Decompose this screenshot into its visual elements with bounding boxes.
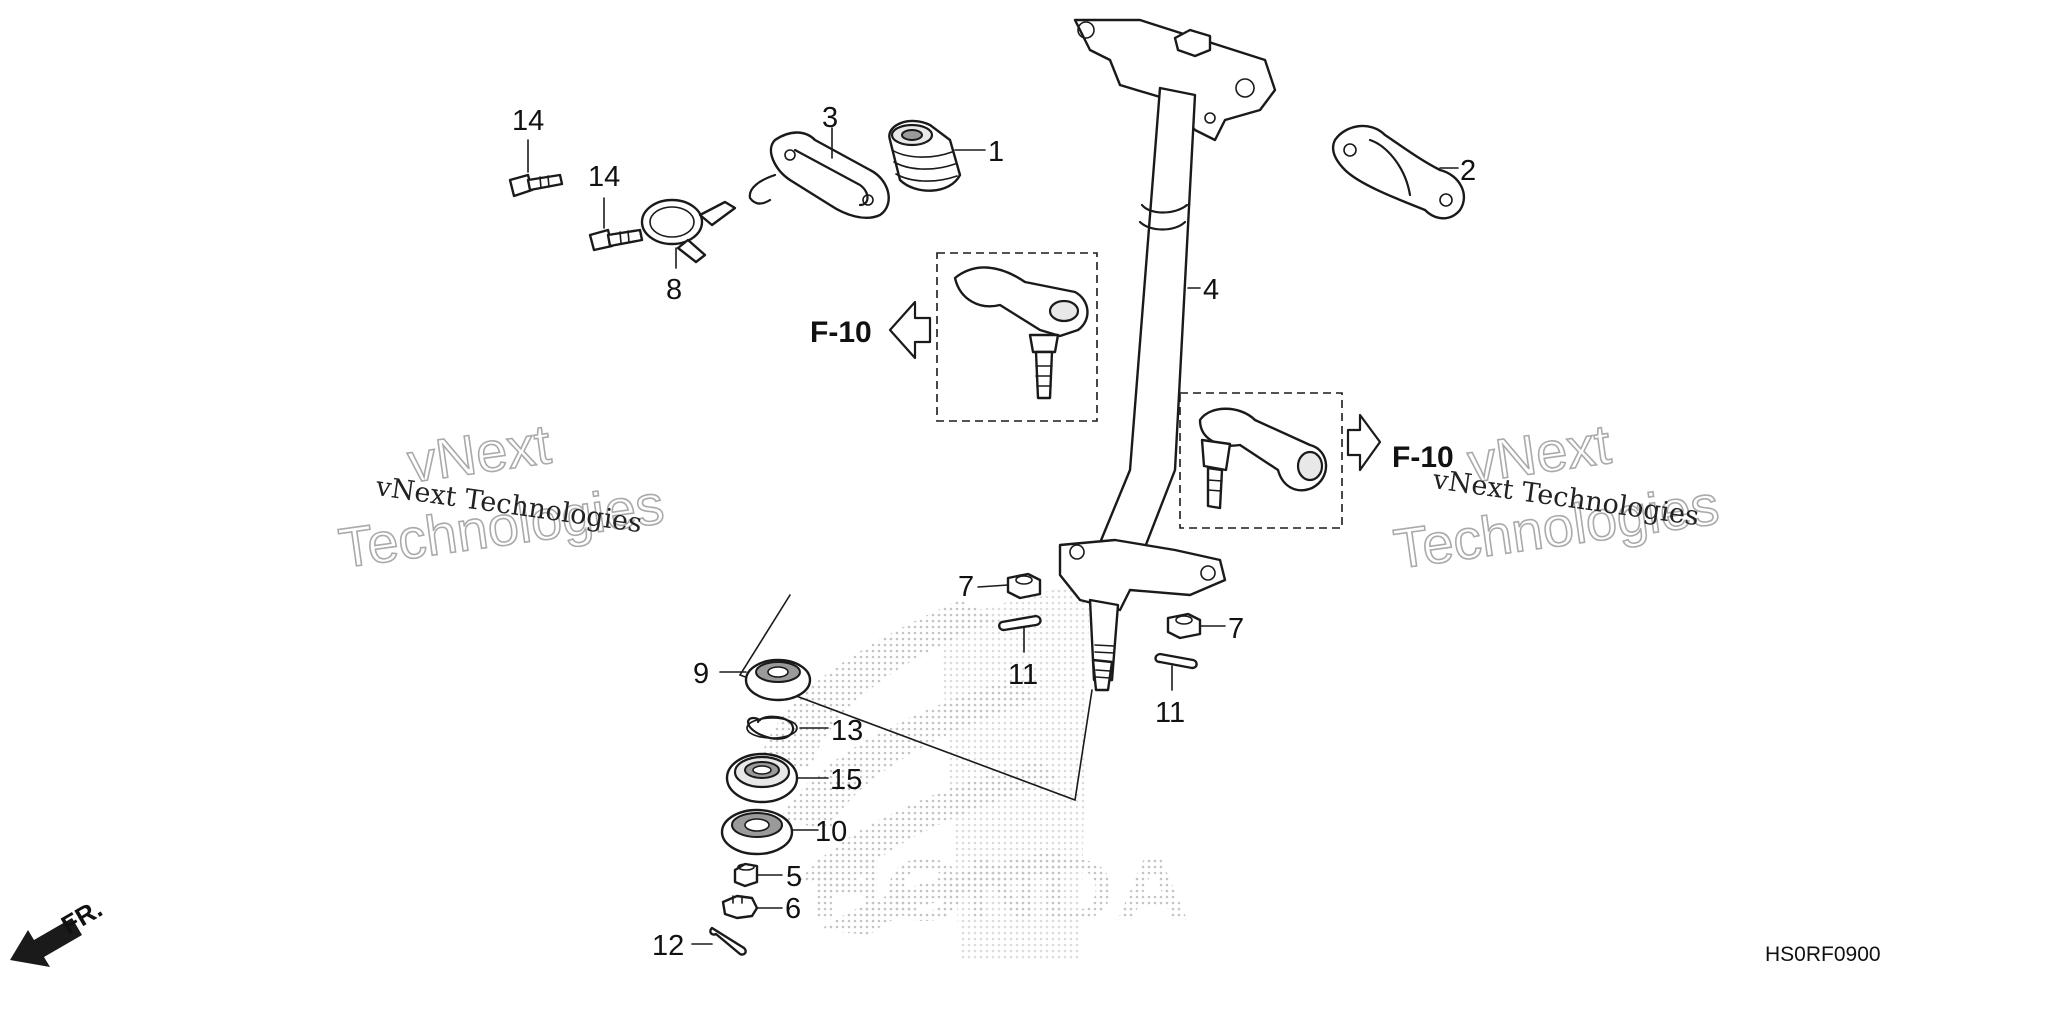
collar-part-5: [733, 862, 759, 888]
bracket-part-3: [748, 131, 890, 219]
cotter-pin-part-11-right: [1154, 652, 1198, 670]
callout-9: 9: [693, 658, 709, 690]
callout-7-left: 7: [958, 571, 974, 603]
ref-f10-right: F-10: [1392, 441, 1454, 474]
diagram-code: HS0RF0900: [1765, 943, 1881, 966]
callout-1: 1: [988, 136, 1004, 168]
snap-ring-part-13: [746, 715, 798, 740]
callout-14-lower: 14: [588, 161, 620, 193]
callout-13: 13: [831, 715, 863, 747]
oil-seal-part-10: [720, 808, 794, 856]
bearing-part-15: [725, 752, 799, 804]
nut-part-7-right: [1166, 612, 1202, 640]
honda-logo-text: HONDA: [810, 840, 1190, 939]
ref-f10-left: F-10: [810, 316, 872, 349]
ref-arrow-left: [888, 300, 932, 360]
callout-11-right: 11: [1155, 697, 1185, 729]
leader-7-left: [977, 584, 1009, 588]
clamp-part-8: [640, 198, 737, 264]
callout-4: 4: [1203, 274, 1219, 306]
assembly-bracket-line: [738, 594, 1093, 802]
callout-3: 3: [822, 102, 838, 134]
callout-15: 15: [830, 764, 862, 796]
bolt-part-14-lower: [588, 228, 644, 252]
callout-10: 10: [815, 816, 847, 848]
callout-11-left: 11: [1008, 659, 1038, 691]
cotter-pin-part-11-left: [998, 614, 1042, 632]
callout-2: 2: [1460, 155, 1476, 187]
callout-5: 5: [786, 861, 802, 893]
callout-12: 12: [652, 930, 684, 962]
tie-rod-end-right: [1179, 392, 1343, 529]
bushing-part-1: [888, 119, 962, 192]
front-direction-arrow: [10, 918, 82, 967]
ref-arrow-right: [1346, 413, 1382, 472]
callout-6: 6: [785, 893, 801, 925]
tie-rod-end-left: [936, 252, 1098, 422]
castle-nut-part-6: [721, 894, 759, 920]
oil-seal-part-9: [744, 658, 812, 702]
nut-part-7-left: [1006, 572, 1042, 600]
callout-14-upper: 14: [512, 105, 544, 137]
honda-wing-logo: HONDA: [760, 580, 1190, 960]
cotter-pin-part-12: [709, 926, 747, 956]
steering-shaft: [1058, 18, 1277, 692]
callout-8: 8: [666, 274, 682, 306]
bolt-part-14-upper: [508, 173, 564, 198]
callout-7-right: 7: [1228, 613, 1244, 645]
shaft-holder-part-2: [1331, 124, 1466, 220]
